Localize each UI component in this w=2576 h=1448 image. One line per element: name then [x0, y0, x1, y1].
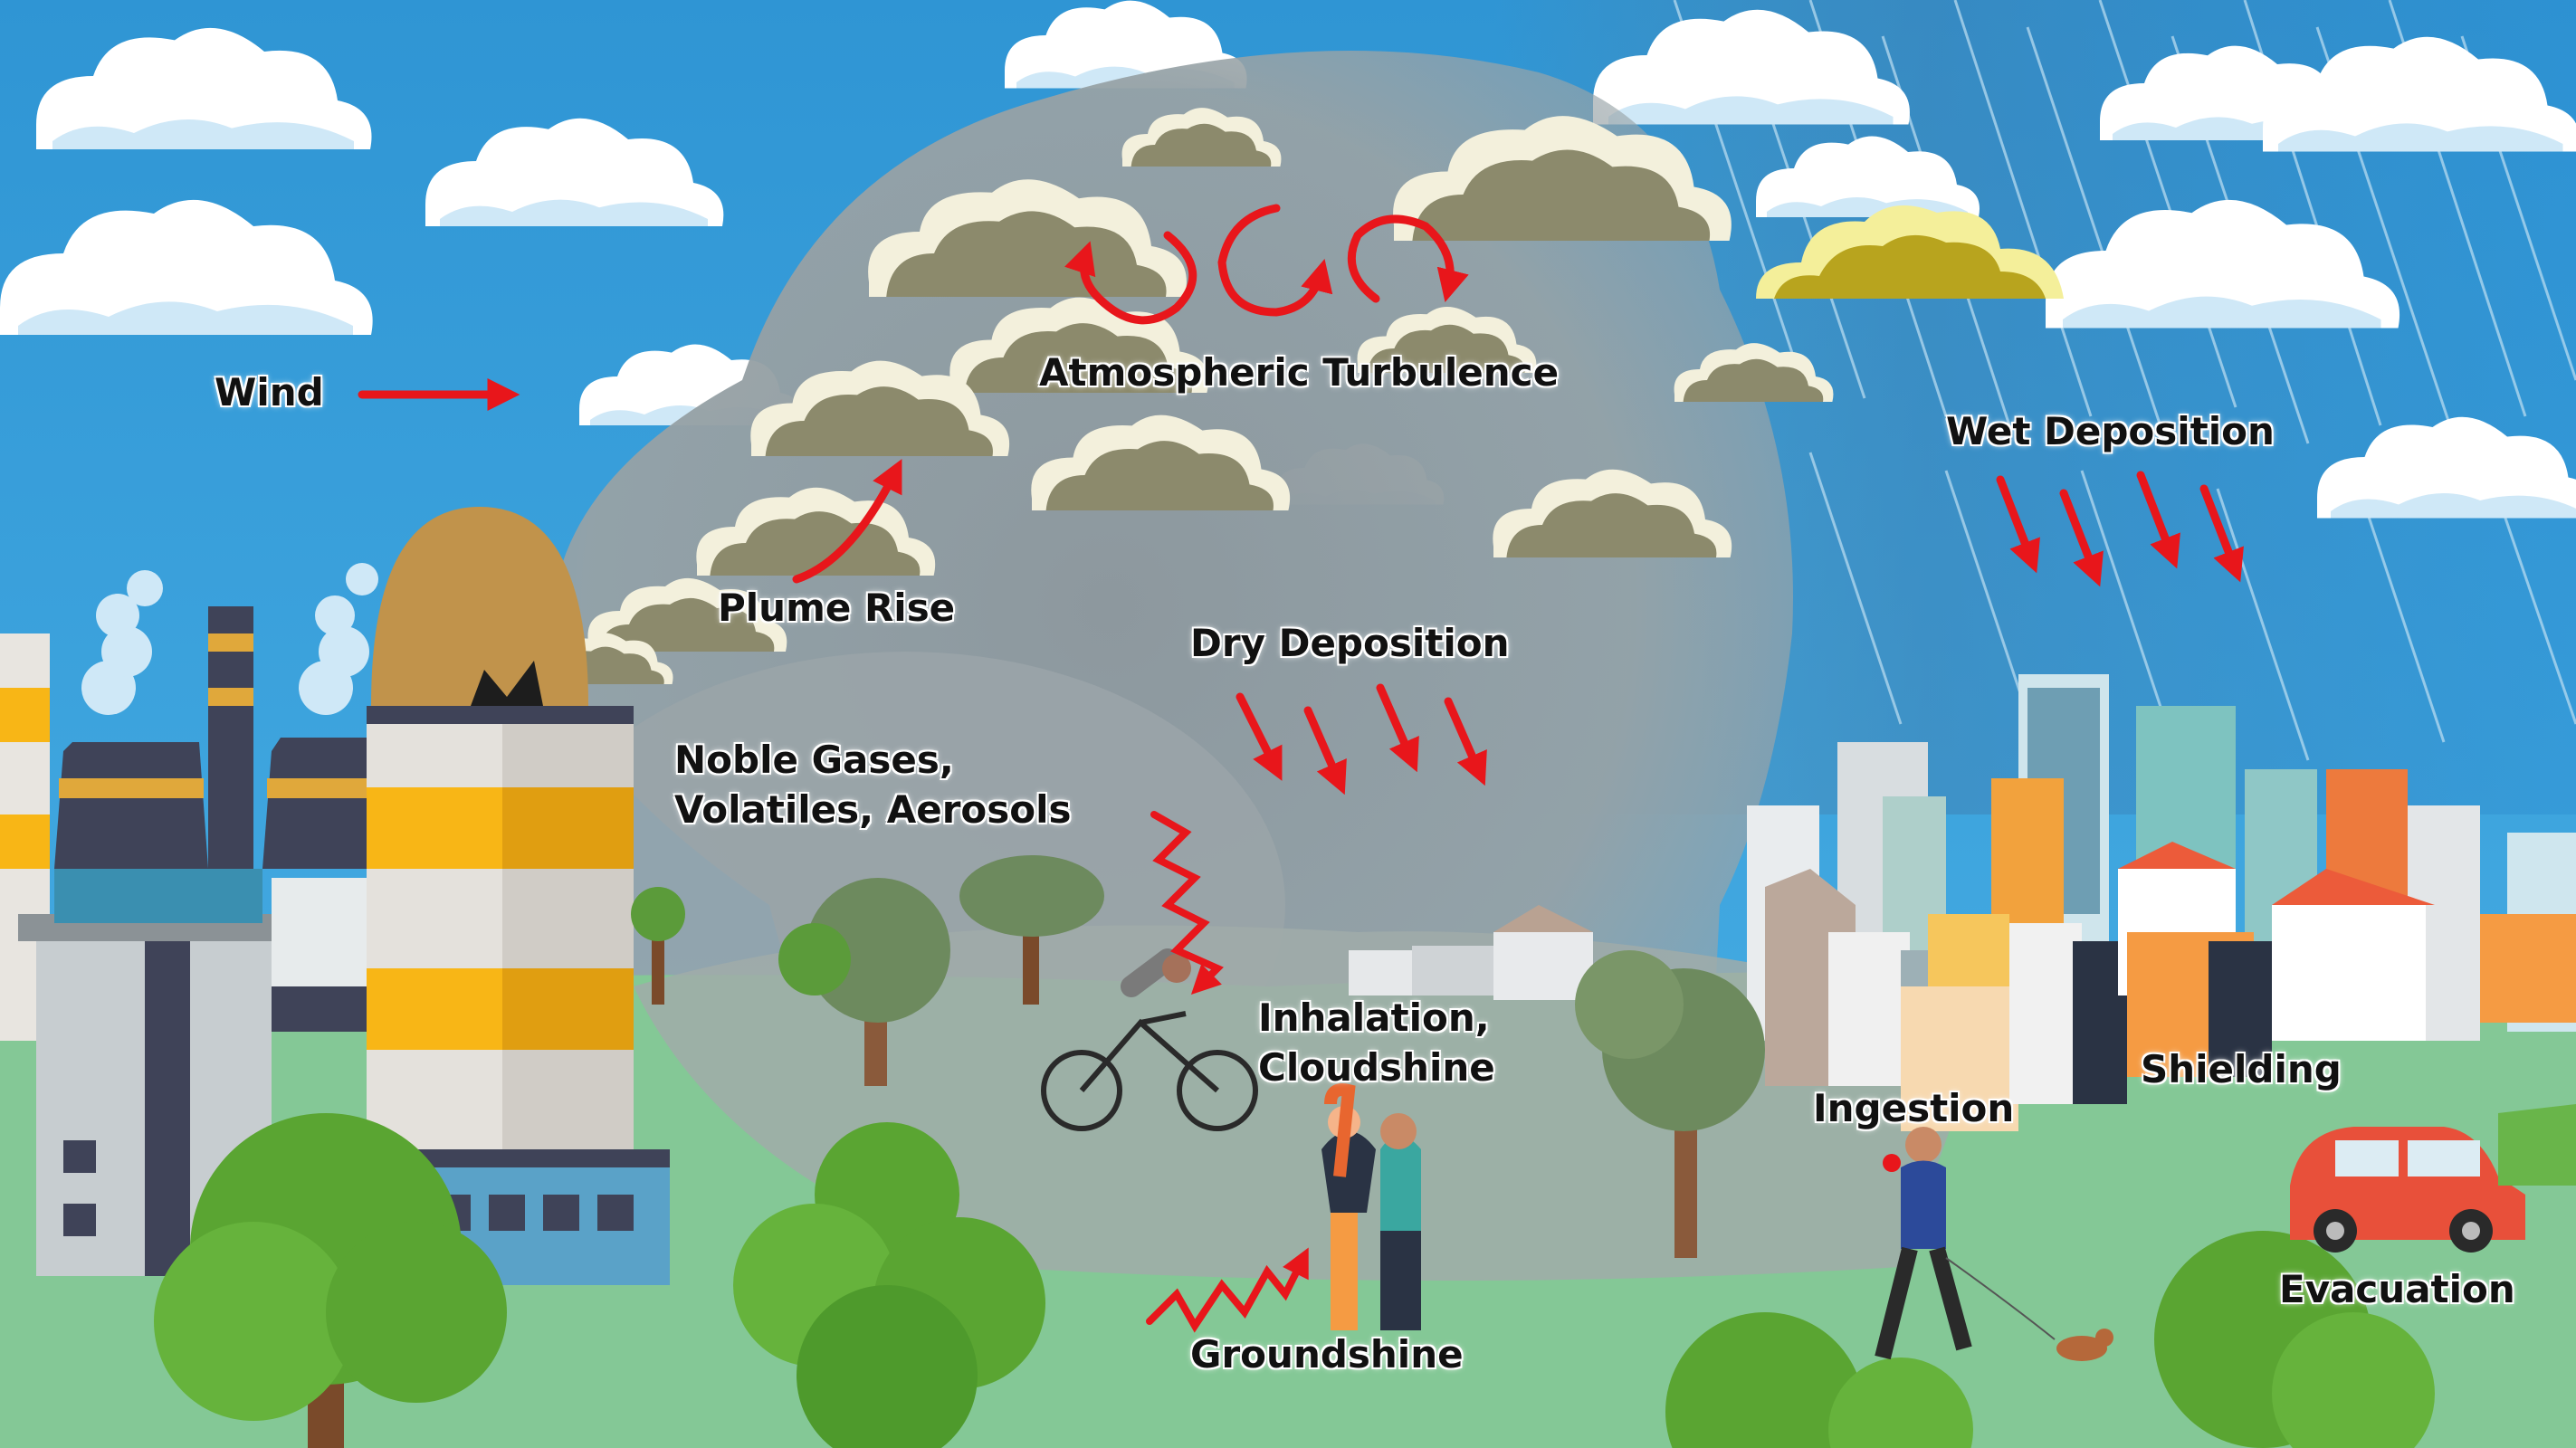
- inhalation-cloudshine-label: Inhalation, Cloudshine: [1258, 994, 1495, 1092]
- deposition-arrows-icon: [1236, 471, 2244, 795]
- evacuation-label: Evacuation: [2279, 1267, 2515, 1311]
- plume-rise-label: Plume Rise: [718, 586, 956, 630]
- shielding-label: Shielding: [2141, 1047, 2342, 1091]
- ingestion-label: Ingestion: [1813, 1086, 2015, 1130]
- city-buildings: [1349, 674, 2576, 1131]
- release-label: Noble Gases, Volatiles, Aerosols: [674, 736, 1072, 834]
- dry-deposition-label: Dry Deposition: [1190, 621, 1510, 665]
- inhalation-label-line2: Cloudshine: [1258, 1044, 1495, 1090]
- inhalation-label-line1: Inhalation,: [1258, 996, 1490, 1040]
- groundshine-label: Groundshine: [1190, 1332, 1464, 1377]
- turbulence-arrows-icon: [1064, 204, 1469, 325]
- cyclist: [1041, 948, 1258, 1131]
- couple: [1321, 1083, 1421, 1330]
- car-icon: [2290, 1104, 2576, 1253]
- yellow-cloud: [1756, 205, 2064, 299]
- dog-icon: [2056, 1336, 2107, 1361]
- trees: [154, 855, 2435, 1448]
- radiation-wave-icon-ground: [1146, 1247, 1309, 1333]
- radiation-wave-icon: [1150, 811, 1224, 996]
- release-label-line2: Volatiles, Aerosols: [674, 786, 1072, 832]
- wind-label: Wind: [215, 370, 324, 414]
- atmospheric-turbulence-label: Atmospheric Turbulence: [1039, 350, 1560, 395]
- release-label-line1: Noble Gases,: [674, 738, 954, 782]
- walker: [1875, 1127, 2113, 1361]
- plume-rise-arrow-icon: [792, 459, 902, 584]
- wet-deposition-label: Wet Deposition: [1946, 409, 2275, 453]
